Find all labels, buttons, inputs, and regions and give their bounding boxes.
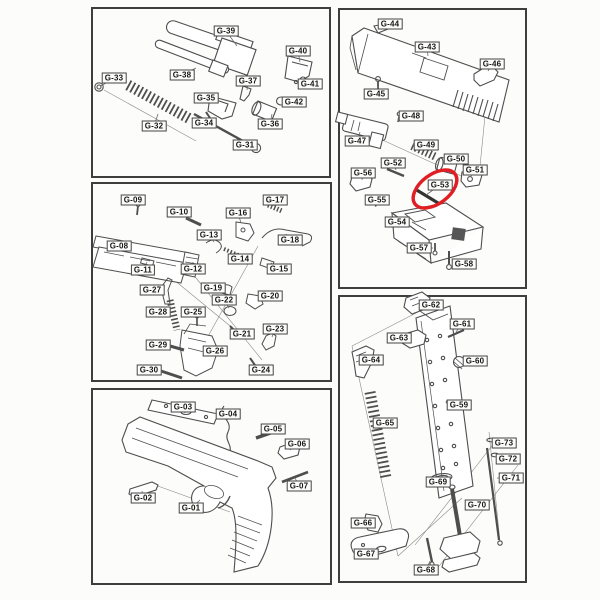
- part-label-g-44: G-44: [377, 18, 403, 30]
- part-label-g-55: G-55: [364, 194, 390, 206]
- part-label-g-12: G-12: [180, 263, 206, 275]
- panel-frame-internal-parts: [91, 182, 332, 382]
- part-label-g-16: G-16: [225, 207, 251, 219]
- part-label-g-02: G-02: [130, 492, 156, 504]
- part-label-g-05: G-05: [260, 423, 286, 435]
- part-label-g-38: G-38: [169, 69, 195, 81]
- part-label-g-52: G-52: [380, 157, 406, 169]
- part-label-g-43: G-43: [414, 41, 440, 53]
- panel-lower-frame: [91, 388, 332, 585]
- part-label-g-35: G-35: [193, 92, 219, 104]
- part-label-g-20: G-20: [257, 290, 283, 302]
- part-label-g-27: G-27: [139, 284, 165, 296]
- part-label-g-50: G-50: [443, 153, 469, 165]
- part-label-g-24: G-24: [248, 364, 274, 376]
- part-label-g-67: G-67: [353, 548, 379, 560]
- part-label-g-66: G-66: [350, 517, 376, 529]
- part-label-g-53: G-53: [427, 179, 453, 191]
- part-label-g-22: G-22: [211, 294, 237, 306]
- part-label-g-13: G-13: [196, 229, 222, 241]
- part-label-g-32: G-32: [141, 120, 167, 132]
- part-label-g-29: G-29: [145, 339, 171, 351]
- part-label-g-45: G-45: [363, 88, 389, 100]
- part-label-g-33: G-33: [101, 72, 127, 84]
- part-label-g-14: G-14: [227, 253, 253, 265]
- part-label-g-08: G-08: [106, 240, 132, 252]
- part-label-g-63: G-63: [386, 332, 412, 344]
- part-label-g-07: G-07: [286, 480, 312, 492]
- part-label-g-72: G-72: [495, 453, 521, 465]
- part-label-g-26: G-26: [202, 345, 228, 357]
- part-label-g-71: G-71: [498, 472, 524, 484]
- part-label-g-01: G-01: [178, 502, 204, 514]
- part-label-g-03: G-03: [170, 401, 196, 413]
- part-label-g-23: G-23: [262, 323, 288, 335]
- part-label-g-15: G-15: [266, 263, 292, 275]
- part-label-g-58: G-58: [451, 258, 477, 270]
- part-label-g-36: G-36: [257, 118, 283, 130]
- part-label-g-04: G-04: [215, 408, 241, 420]
- part-label-g-39: G-39: [213, 25, 239, 37]
- panel-slide-assembly: [338, 8, 527, 289]
- part-label-g-30: G-30: [136, 364, 162, 376]
- part-label-g-60: G-60: [462, 355, 488, 367]
- part-label-g-31: G-31: [232, 139, 258, 151]
- part-label-g-54: G-54: [384, 216, 410, 228]
- part-label-g-65: G-65: [372, 417, 398, 429]
- part-label-g-06: G-06: [284, 438, 310, 450]
- part-label-g-11: G-11: [130, 264, 156, 276]
- part-label-g-73: G-73: [491, 437, 517, 449]
- part-label-g-34: G-34: [191, 117, 217, 129]
- part-label-g-68: G-68: [413, 564, 439, 576]
- panel-magazine-assembly: [338, 295, 527, 583]
- part-label-g-37: G-37: [235, 75, 261, 87]
- part-label-g-40: G-40: [285, 45, 311, 57]
- part-label-g-25: G-25: [180, 306, 206, 318]
- part-label-g-17: G-17: [262, 194, 288, 206]
- part-label-g-64: G-64: [358, 354, 384, 366]
- part-label-g-28: G-28: [145, 306, 171, 318]
- part-label-g-49: G-49: [413, 139, 439, 151]
- part-label-g-21: G-21: [229, 328, 255, 340]
- part-label-g-47: G-47: [344, 135, 370, 147]
- part-label-g-18: G-18: [277, 234, 303, 246]
- part-label-g-59: G-59: [446, 399, 472, 411]
- part-label-g-09: G-09: [120, 194, 146, 206]
- part-label-g-42: G-42: [281, 96, 307, 108]
- part-label-g-48: G-48: [398, 110, 424, 122]
- part-label-g-69: G-69: [425, 476, 451, 488]
- part-label-g-46: G-46: [479, 58, 505, 70]
- part-label-g-19: G-19: [200, 282, 226, 294]
- part-label-g-57: G-57: [406, 242, 432, 254]
- part-label-g-10: G-10: [166, 206, 192, 218]
- part-label-g-56: G-56: [350, 167, 376, 179]
- panel-barrel-recoil-assembly: [91, 7, 331, 178]
- part-label-g-51: G-51: [462, 164, 488, 176]
- part-label-g-41: G-41: [297, 78, 323, 90]
- part-label-g-70: G-70: [464, 499, 490, 511]
- part-label-g-62: G-62: [418, 299, 444, 311]
- part-label-g-61: G-61: [449, 318, 475, 330]
